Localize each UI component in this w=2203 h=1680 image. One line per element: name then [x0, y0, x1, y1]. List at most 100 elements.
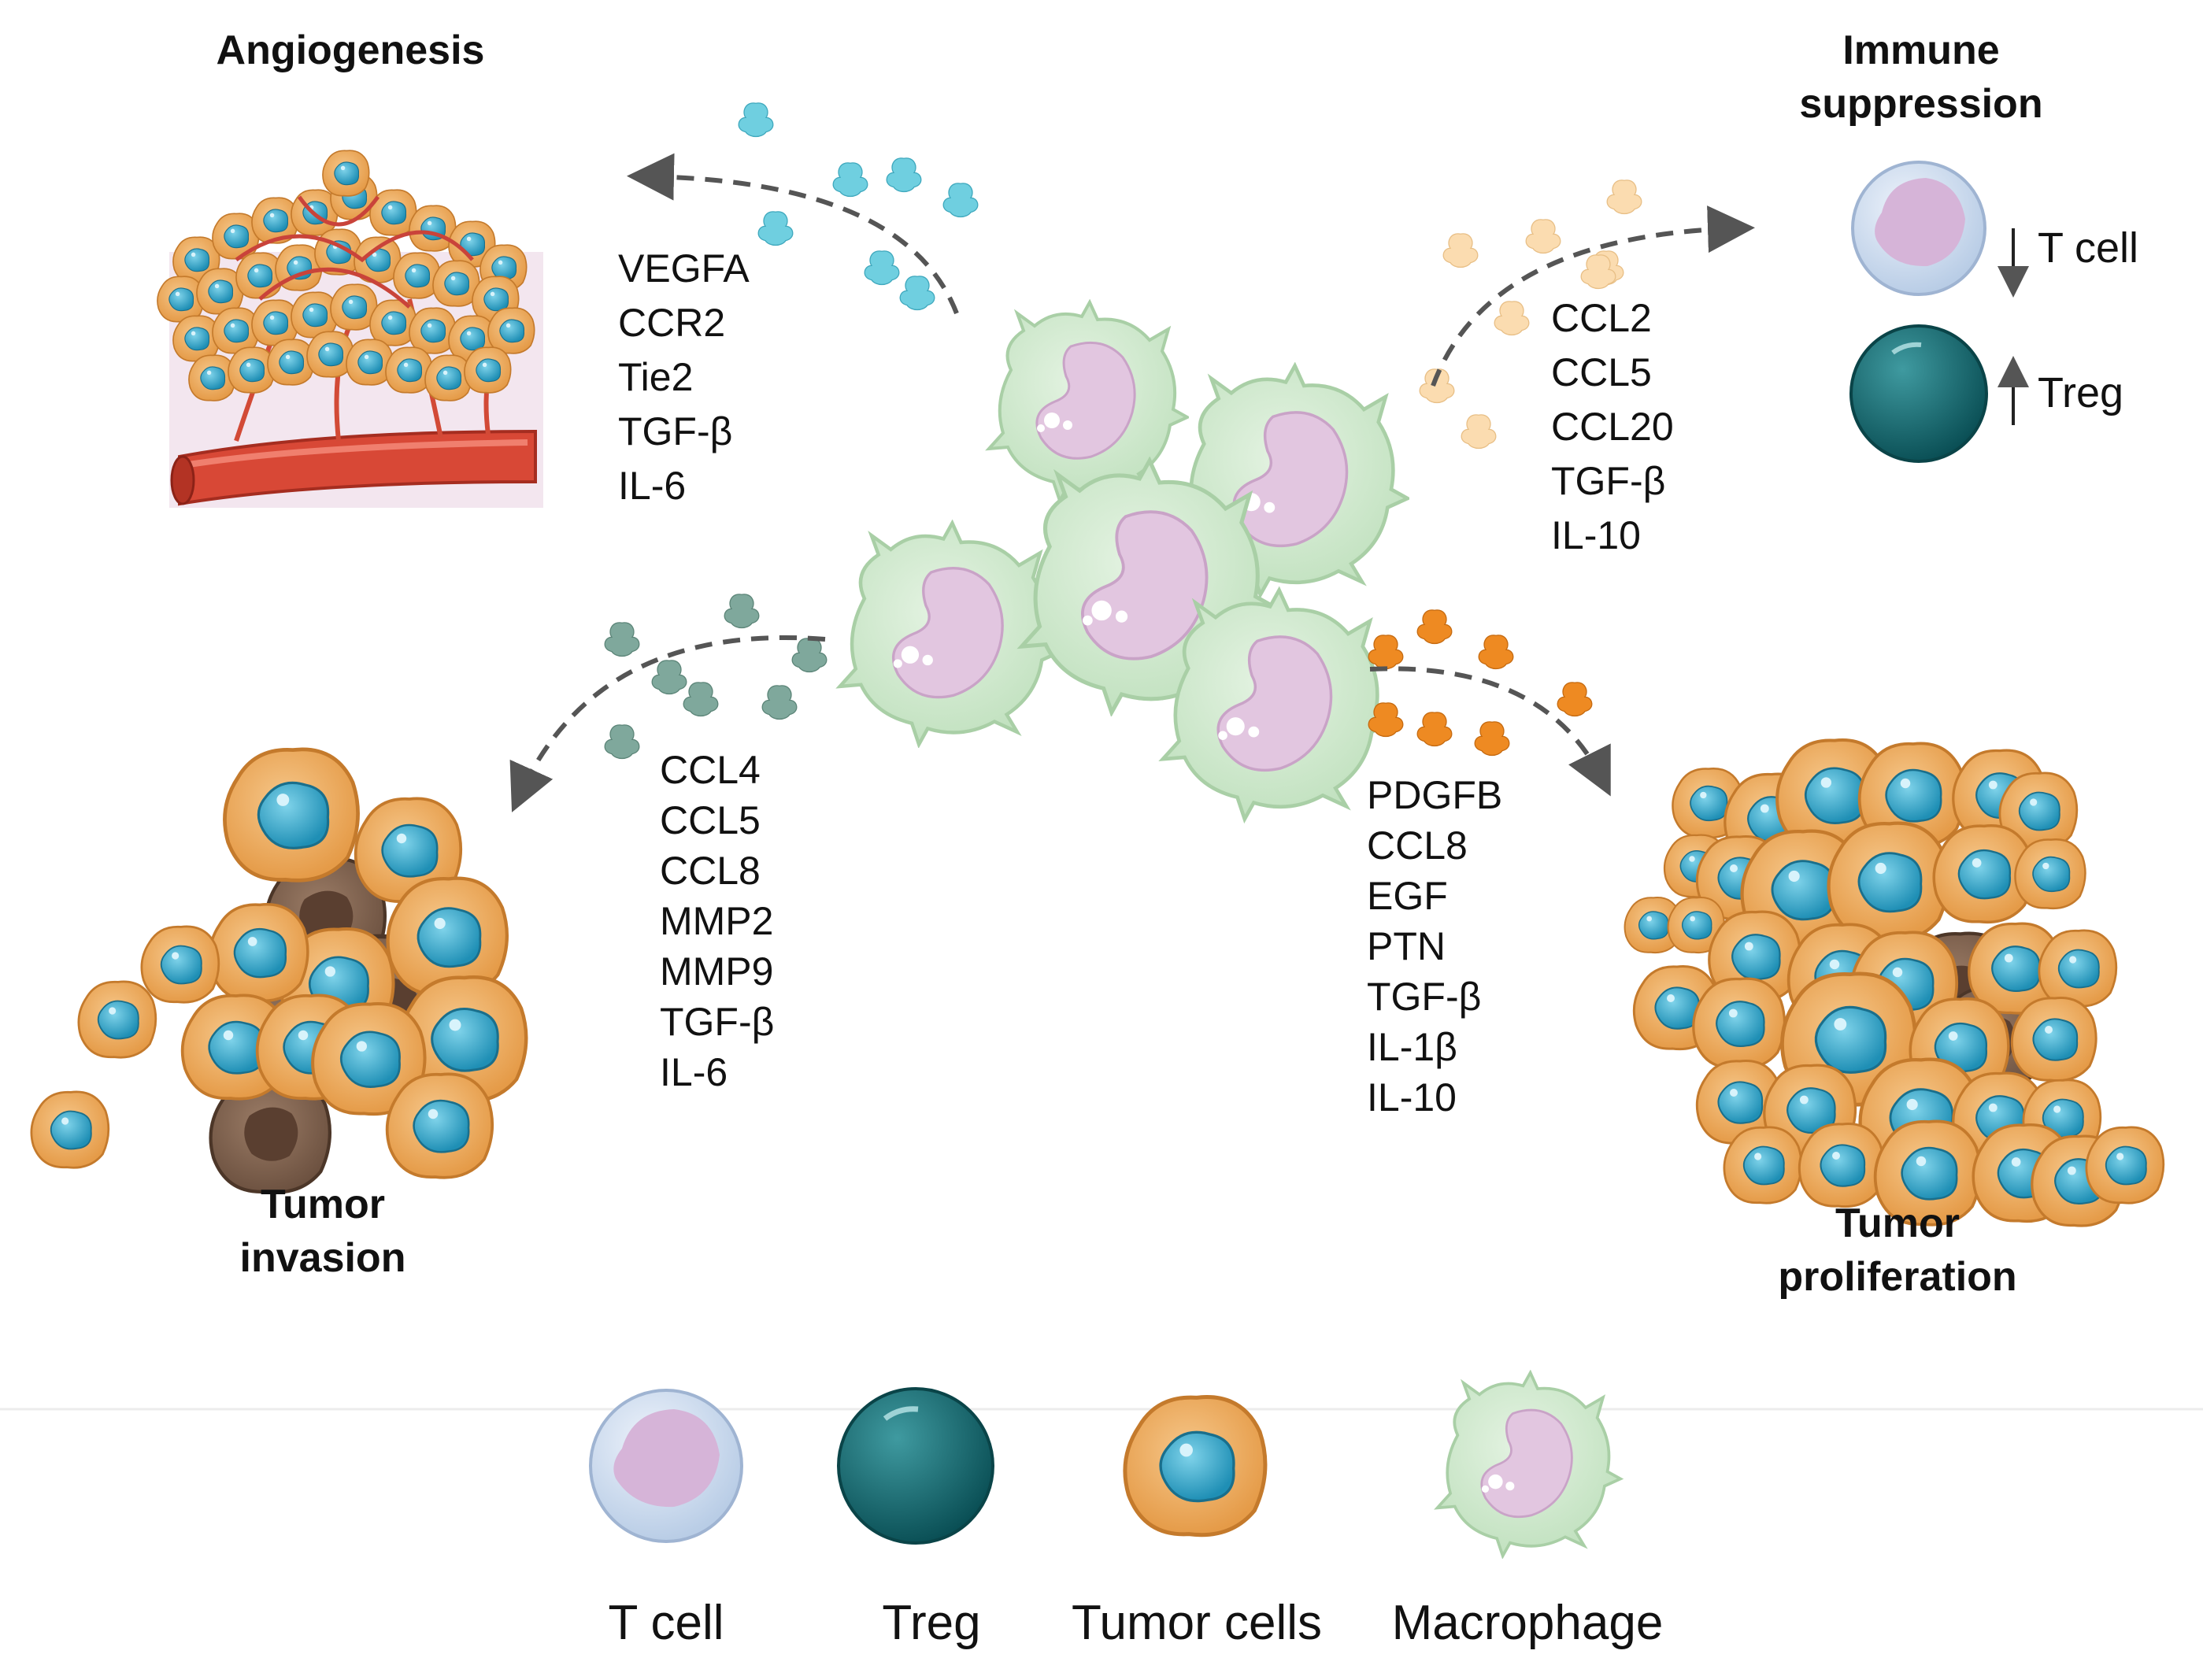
tumor-cell — [2014, 838, 2086, 910]
tumor-cell — [224, 749, 357, 880]
factor-item: Tie2 — [618, 355, 694, 399]
macrophage-icon — [1438, 1373, 1621, 1556]
immune-suppression-title-line2: suppression — [1799, 81, 2043, 127]
factor-item: CCL8 — [1367, 823, 1468, 868]
cytokine-molecule — [1525, 219, 1561, 254]
legend-label-macrophage: Macrophage — [1391, 1596, 1664, 1650]
legend-label-t-cell: T cell — [608, 1596, 724, 1650]
tumor-cell — [188, 354, 236, 401]
proliferation-cytokines — [1368, 609, 1593, 757]
cytokine-molecule — [1474, 721, 1510, 757]
factor-item: CCL5 — [660, 798, 761, 842]
factor-item: TGF-β — [660, 1000, 775, 1044]
tumor-invasion-title-line2: invasion — [239, 1235, 406, 1281]
tumor-proliferation-factor-list: PDGFB CCL8 EGF PTN TGF-β IL-1β IL-10 — [1367, 770, 1502, 1123]
arrow-to-immune-suppression — [1431, 205, 1755, 387]
cytokine-molecule — [1461, 414, 1497, 450]
angiogenesis-illustration — [157, 150, 543, 508]
t-cell-decrease-label: T cell — [2038, 224, 2139, 272]
cytokine-molecule — [942, 183, 979, 218]
tumor-cell — [1723, 1126, 1803, 1204]
cytokine-molecule — [1478, 635, 1514, 670]
factor-item: PDGFB — [1367, 773, 1503, 817]
arrow-to-tumor-proliferation — [1369, 666, 1611, 797]
tumor-proliferation-illustration — [1624, 738, 2165, 1227]
tumor-invasion-title: Tumor invasion — [165, 1178, 480, 1285]
tumor-cell — [2010, 997, 2097, 1082]
factor-item: CCL2 — [1551, 296, 1652, 340]
tumor-proliferation-title: Tumor proliferation — [1740, 1197, 2055, 1304]
cytokine-molecule — [791, 638, 828, 673]
cytokine-molecule — [1416, 712, 1453, 747]
tumor-cell — [172, 315, 220, 362]
immune-suppression-title: Immune suppression — [1764, 24, 2079, 131]
legend-label-tumor-cells: Tumor cells — [1071, 1596, 1323, 1650]
angiogenesis-factor-list: VEGFA CCR2 Tie2 TGF-β IL-6 — [618, 242, 750, 513]
tumor-cell — [2085, 1126, 2165, 1204]
tumor-cell — [424, 354, 472, 401]
cytokine-molecule — [724, 594, 760, 629]
tumor-cell — [487, 307, 535, 354]
tumor-cell — [346, 339, 394, 386]
tumor-cell — [157, 276, 205, 323]
factor-item: TGF-β — [1551, 459, 1666, 503]
angiogenesis-cytokines — [738, 102, 979, 311]
immune-suppression-factor-list: CCL2 CCL5 CCL20 TGF-β IL-10 — [1551, 291, 1674, 563]
factor-item: MMP9 — [660, 949, 774, 994]
cytokine-molecule — [651, 660, 687, 695]
tumor-cell — [1692, 977, 1786, 1070]
tumor-cell — [409, 307, 457, 354]
cytokine-molecule — [886, 157, 922, 193]
factor-item: IL-10 — [1367, 1075, 1457, 1119]
cytokine-molecule — [1416, 609, 1453, 645]
tumor-cell — [464, 346, 512, 394]
cytokine-molecule — [1442, 233, 1479, 268]
tumor-cell — [235, 252, 283, 299]
cytokine-molecule — [1557, 682, 1593, 717]
immune-suppression-cells — [1849, 161, 2029, 463]
tumor-cell — [77, 980, 157, 1059]
tumor-cell — [1798, 1123, 1885, 1208]
factor-item: CCL8 — [660, 849, 761, 893]
arrow-to-angiogenesis — [627, 153, 959, 315]
factor-item: CCR2 — [618, 301, 726, 345]
cytokine-molecule — [761, 685, 798, 720]
arrow-to-tumor-invasion — [509, 635, 826, 812]
tumor-cell-icon — [1125, 1397, 1265, 1535]
factor-item: MMP2 — [660, 899, 774, 943]
cytokine-molecule — [604, 724, 640, 760]
tumor-cell — [306, 331, 354, 378]
tumor-proliferation-title-line2: proliferation — [1778, 1254, 2017, 1300]
tumor-cell — [385, 1072, 494, 1179]
treg-icon — [837, 1387, 994, 1545]
cytokine-molecule — [1606, 179, 1642, 215]
factor-item: TGF-β — [1367, 975, 1482, 1019]
tumor-invasion-illustration — [30, 749, 526, 1193]
cytokine-molecule — [832, 162, 868, 198]
factor-item: CCL5 — [1551, 350, 1652, 394]
cytokine-molecule — [1494, 301, 1530, 336]
tumor-cell — [1829, 823, 1948, 941]
cytokine-molecule — [604, 622, 640, 657]
factor-item: CCL20 — [1551, 405, 1674, 449]
tumor-cell — [2038, 929, 2118, 1008]
angiogenesis-title: Angiogenesis — [216, 28, 485, 73]
legend-icons — [589, 1373, 1621, 1556]
tumor-cell — [228, 346, 276, 394]
factor-item: EGF — [1367, 874, 1448, 918]
tumor-cell — [322, 150, 370, 197]
tumor-cell — [140, 925, 220, 1004]
tumor-cell — [212, 307, 260, 354]
tumor-cell — [291, 291, 339, 339]
cytokine-molecule — [864, 250, 900, 286]
treg-increase-label: Treg — [2038, 369, 2124, 416]
factor-item: IL-1β — [1367, 1025, 1457, 1069]
immune-suppression-title-line1: Immune — [1842, 28, 2000, 73]
tumor-cell — [30, 1090, 110, 1169]
factor-item: PTN — [1367, 924, 1446, 968]
treg-up-icon — [1849, 324, 1988, 463]
macrophage-cluster — [840, 301, 1408, 819]
tumor-cell — [393, 252, 441, 299]
cytokine-molecule — [1368, 635, 1404, 670]
factor-item: IL-6 — [618, 464, 687, 508]
